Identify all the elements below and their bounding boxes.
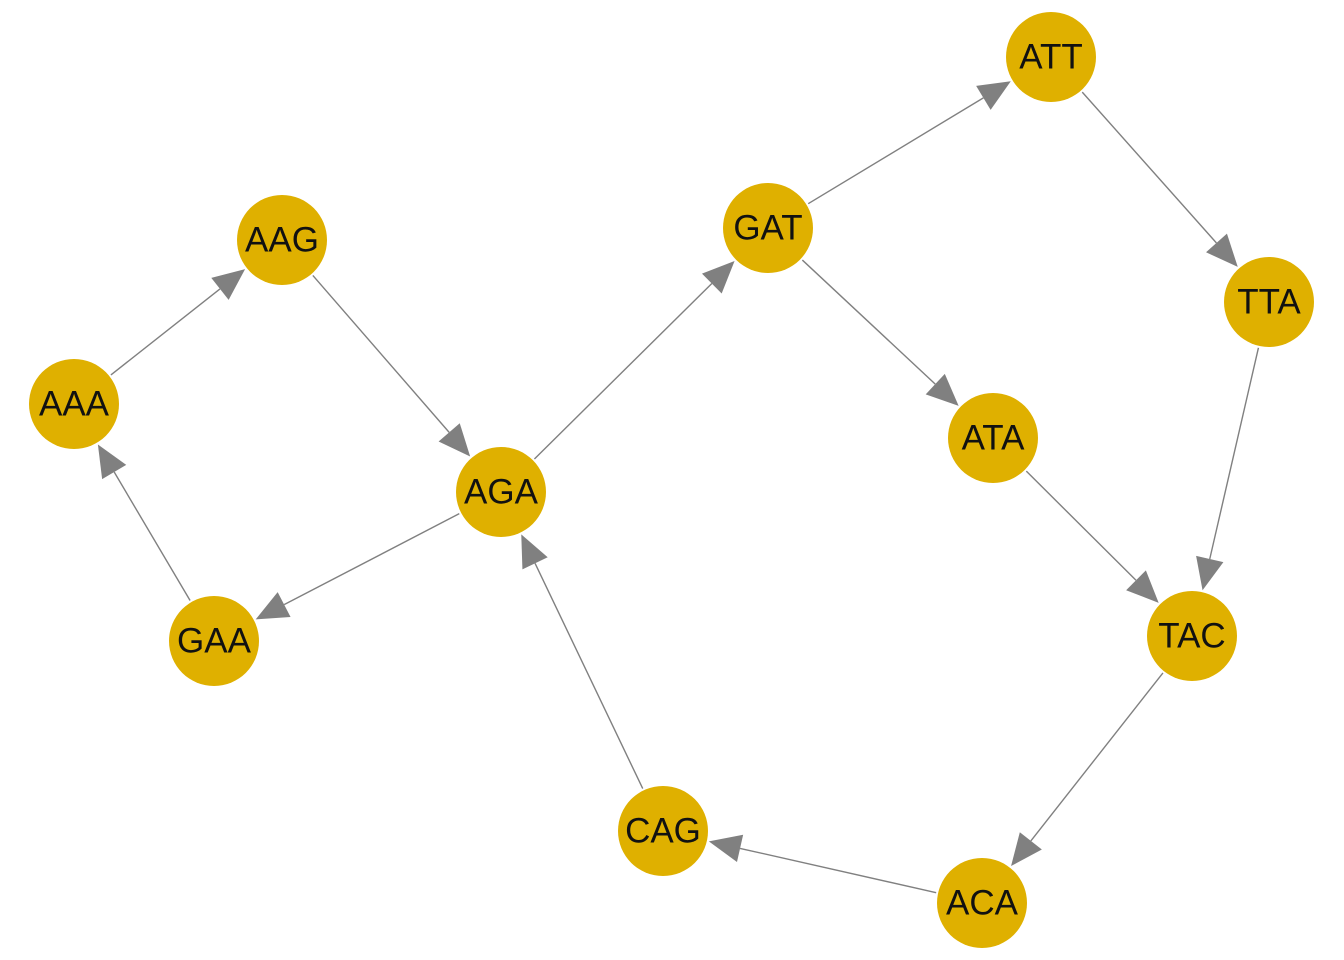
edge-line: [1030, 672, 1164, 842]
node-circle: [456, 447, 546, 537]
edge-line: [739, 847, 937, 894]
edge-line: [312, 275, 450, 433]
edge-gat-to-att: [807, 81, 1011, 205]
edge-line: [801, 259, 936, 385]
node-label: ACA: [946, 884, 1019, 923]
arrowhead-icon: [701, 261, 735, 294]
edge-line: [283, 513, 460, 606]
node-circle: [1006, 12, 1096, 102]
node-label: AAA: [39, 385, 110, 424]
edges-layer: [97, 81, 1260, 894]
node-label: ATT: [1019, 38, 1083, 77]
edge-tta-to-tac: [1196, 347, 1260, 591]
edge-att-to-tta: [1081, 91, 1238, 267]
edge-aaa-to-aag: [110, 269, 246, 376]
arrowhead-icon: [211, 269, 246, 300]
arrowhead-icon: [1196, 555, 1224, 591]
node-circle: [723, 183, 813, 273]
node-label: ATA: [962, 419, 1026, 458]
node-label: GAA: [177, 622, 252, 661]
node-label: TTA: [1237, 283, 1301, 322]
arrowhead-icon: [255, 592, 291, 620]
arrowhead-icon: [708, 834, 744, 863]
edge-line: [1081, 91, 1218, 244]
edge-line: [807, 97, 984, 205]
edge-gaa-to-aaa: [97, 444, 191, 601]
edge-tac-to-aca: [1011, 672, 1164, 867]
arrowhead-icon: [976, 81, 1011, 110]
edge-cag-to-aga: [521, 534, 644, 789]
edge-ata-to-tac: [1025, 470, 1159, 603]
edge-aga-to-gaa: [255, 513, 460, 620]
node-circle: [29, 359, 119, 449]
edge-line: [1209, 347, 1260, 560]
edge-aag-to-aga: [312, 275, 471, 457]
node-circle: [618, 786, 708, 876]
node-aga: AGA: [456, 447, 546, 537]
node-aag: AAG: [237, 195, 327, 285]
node-gat: GAT: [723, 183, 813, 273]
node-label: CAG: [625, 812, 701, 851]
arrowhead-icon: [97, 444, 127, 480]
node-label: TAC: [1158, 617, 1225, 656]
node-label: AGA: [464, 473, 539, 512]
node-ata: ATA: [948, 393, 1038, 483]
edge-line: [1025, 470, 1137, 581]
edge-gat-to-ata: [801, 259, 959, 406]
node-circle: [1224, 257, 1314, 347]
node-tta: TTA: [1224, 257, 1314, 347]
node-aca: ACA: [937, 858, 1027, 948]
arrowhead-icon: [1126, 570, 1159, 603]
node-gaa: GAA: [169, 596, 259, 686]
arrowhead-icon: [925, 373, 959, 406]
arrowhead-icon: [1206, 233, 1238, 267]
edge-aga-to-gat: [533, 261, 735, 460]
edge-line: [534, 562, 644, 789]
node-cag: CAG: [618, 786, 708, 876]
edge-line: [110, 288, 221, 376]
arrowhead-icon: [438, 423, 471, 457]
node-circle: [948, 393, 1038, 483]
node-label: AAG: [245, 221, 319, 260]
nodes-layer: ATT GAT AAG TTA AAA ATA AGA TAC GAA CAG ACA: [29, 12, 1314, 948]
edge-line: [533, 283, 713, 460]
edge-aca-to-cag: [708, 834, 937, 894]
node-circle: [237, 195, 327, 285]
node-circle: [937, 858, 1027, 948]
arrowhead-icon: [521, 534, 548, 570]
edge-line: [113, 471, 191, 601]
arrowhead-icon: [1011, 832, 1042, 867]
node-circle: [169, 596, 259, 686]
node-circle: [1147, 591, 1237, 681]
node-att: ATT: [1006, 12, 1096, 102]
node-aaa: AAA: [29, 359, 119, 449]
node-tac: TAC: [1147, 591, 1237, 681]
node-label: GAT: [733, 209, 802, 248]
